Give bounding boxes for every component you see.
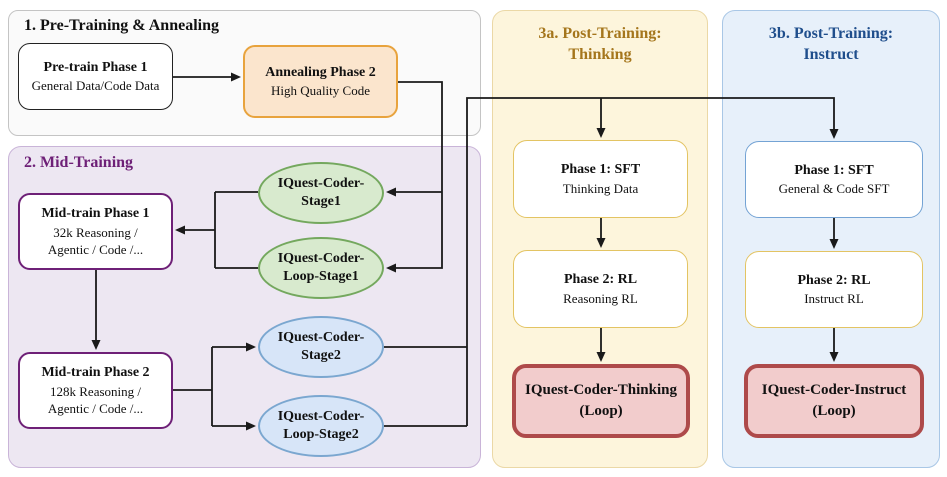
section-title-midtraining: 2. Mid-Training <box>24 154 134 171</box>
node-thinking-phase1-sft-title: Phase 1: SFT <box>560 162 641 178</box>
section-title-post-thinking: 3a. Post-Training: Thinking <box>492 24 708 66</box>
node-iquest-coder-stage1-line2: Stage1 <box>301 194 341 209</box>
node-thinking-phase2-rl-subtitle: Reasoning RL <box>563 290 638 306</box>
node-iquest-coder-loop-stage1: IQuest-Coder- Loop-Stage1 <box>258 237 384 299</box>
node-iquest-coder-thinking-output-line2: (Loop) <box>579 403 623 419</box>
node-midtrain-phase1-title: Mid-train Phase 1 <box>41 206 150 222</box>
node-iquest-coder-loop-stage1-line1: IQuest-Coder- <box>277 251 365 267</box>
node-instruct-phase2-rl-title: Phase 2: RL <box>797 272 871 288</box>
node-annealing-phase2-title: Annealing Phase 2 <box>265 64 376 80</box>
node-instruct-phase1-sft-subtitle: General & Code SFT <box>778 181 890 197</box>
node-iquest-coder-loop-stage2-line2: Loop-Stage2 <box>283 427 359 442</box>
node-iquest-coder-stage1-line1: IQuest-Coder- <box>277 176 365 192</box>
node-instruct-phase1-sft: Phase 1: SFT General & Code SFT <box>745 141 923 218</box>
node-iquest-coder-stage2-line2: Stage2 <box>301 348 341 363</box>
node-iquest-coder-loop-stage2: IQuest-Coder- Loop-Stage2 <box>258 395 384 457</box>
node-thinking-phase1-sft: Phase 1: SFT Thinking Data <box>513 140 688 218</box>
node-midtrain-phase2: Mid-train Phase 2 128k Reasoning / Agent… <box>18 352 173 429</box>
node-pretrain-phase1-title: Pre-train Phase 1 <box>43 59 148 75</box>
node-iquest-coder-stage2-line1: IQuest-Coder- <box>277 330 365 346</box>
node-iquest-coder-instruct-output: IQuest-Coder-Instruct (Loop) <box>744 364 924 438</box>
node-midtrain-phase2-title: Mid-train Phase 2 <box>41 365 150 381</box>
section-title-post-instruct-line2: Instruct <box>803 45 859 63</box>
node-iquest-coder-stage2: IQuest-Coder- Stage2 <box>258 316 384 378</box>
node-thinking-phase2-rl-title: Phase 2: RL <box>563 272 638 288</box>
node-midtrain-phase2-subtitle-line1: 128k Reasoning / <box>50 383 141 399</box>
node-instruct-phase1-sft-title: Phase 1: SFT <box>794 162 874 178</box>
section-title-post-thinking-line2: Thinking <box>568 45 632 63</box>
section-title-pretraining: 1. Pre-Training & Annealing <box>24 17 219 34</box>
node-annealing-phase2-subtitle: High Quality Code <box>271 83 370 99</box>
node-annealing-phase2: Annealing Phase 2 High Quality Code <box>243 45 398 118</box>
node-iquest-coder-instruct-output-line1: IQuest-Coder-Instruct <box>761 382 907 398</box>
node-iquest-coder-loop-stage1-line2: Loop-Stage1 <box>283 269 359 284</box>
node-midtrain-phase2-subtitle-line2: Agentic / Code /... <box>47 400 144 416</box>
node-pretrain-phase1-subtitle: General Data/Code Data <box>31 78 160 94</box>
node-instruct-phase2-rl-subtitle: Instruct RL <box>804 291 864 307</box>
node-thinking-phase2-rl: Phase 2: RL Reasoning RL <box>513 250 688 328</box>
node-thinking-phase1-sft-subtitle: Thinking Data <box>562 180 639 196</box>
node-instruct-phase2-rl: Phase 2: RL Instruct RL <box>745 251 923 328</box>
section-title-post-thinking-line1: 3a. Post-Training: <box>538 25 662 42</box>
node-iquest-coder-loop-stage2-line1: IQuest-Coder- <box>277 409 365 425</box>
node-iquest-coder-instruct-output-line2: (Loop) <box>812 403 856 419</box>
node-midtrain-phase1-subtitle-line1: 32k Reasoning / <box>53 224 138 240</box>
section-title-post-instruct-line1: 3b. Post-Training: <box>768 25 894 42</box>
node-iquest-coder-thinking-output-line1: IQuest-Coder-Thinking <box>525 382 677 398</box>
node-midtrain-phase1: Mid-train Phase 1 32k Reasoning / Agenti… <box>18 193 173 270</box>
section-title-post-instruct: 3b. Post-Training: Instruct <box>722 24 940 66</box>
node-midtrain-phase1-subtitle-line2: Agentic / Code /... <box>47 241 144 257</box>
node-iquest-coder-stage1: IQuest-Coder- Stage1 <box>258 162 384 224</box>
node-iquest-coder-thinking-output: IQuest-Coder-Thinking (Loop) <box>512 364 690 438</box>
node-pretrain-phase1: Pre-train Phase 1 General Data/Code Data <box>18 43 173 110</box>
